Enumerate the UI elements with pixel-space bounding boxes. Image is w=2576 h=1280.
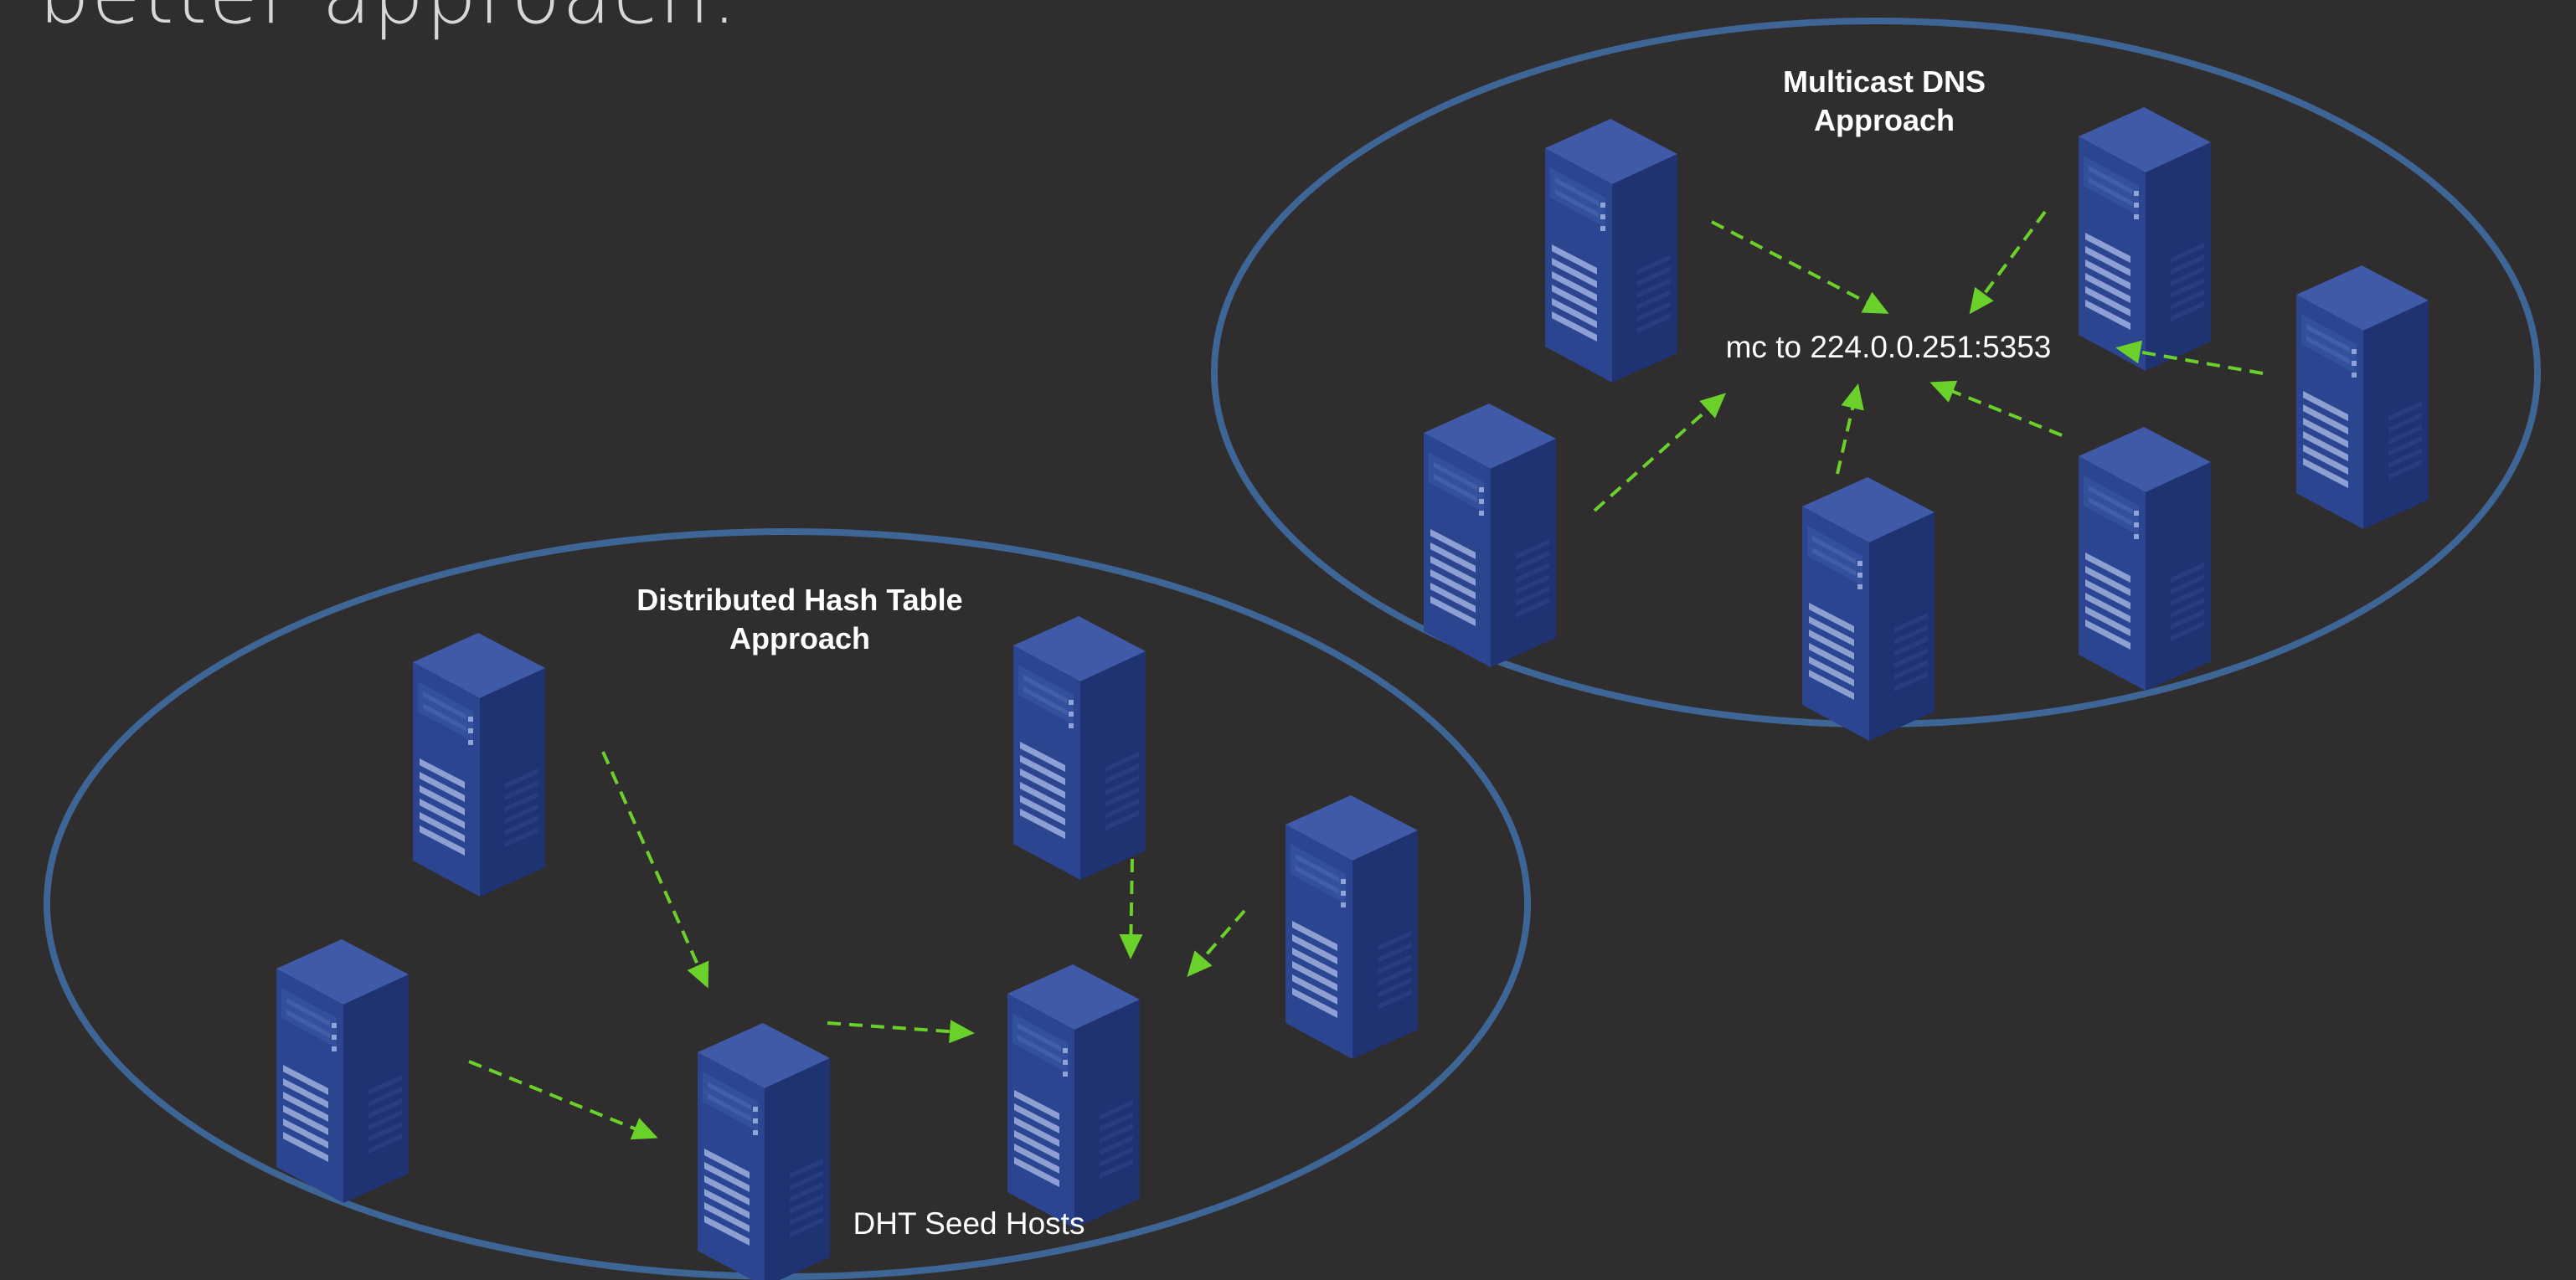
- mdns-arrow-2: [1969, 210, 2047, 315]
- dht-arrow-3: [827, 1020, 975, 1044]
- dht-seed-server-icon-2: [1007, 964, 1140, 1228]
- mdns-server-icon-3: [2296, 265, 2429, 529]
- mdns-arrows: [1593, 210, 2264, 512]
- dht-server-icon-3: [1285, 795, 1418, 1059]
- dht-server-icon-1: [413, 633, 545, 897]
- dht-arrow-1: [601, 751, 709, 989]
- dht-server-icon-2: [1013, 616, 1146, 880]
- mdns-arrow-5: [1836, 383, 1864, 475]
- dht-seed-hosts-label: DHT Seed Hosts: [853, 1206, 1085, 1241]
- mdns-server-icon-4: [1424, 404, 1556, 667]
- dht-group-title-line2: Approach: [729, 621, 870, 655]
- dht-arrow-4: [1119, 858, 1143, 959]
- dht-group-ellipse: [44, 528, 1531, 1280]
- mdns-arrow-4: [1929, 380, 2063, 437]
- dht-server-icon-4: [276, 939, 409, 1203]
- dht-arrow-5: [1187, 909, 1246, 978]
- slide-heading: better approach.: [39, 0, 739, 42]
- mdns-arrow-6: [1593, 393, 1726, 512]
- mdns-server-icon-2: [2079, 107, 2211, 371]
- dht-seed-server-icon-1: [698, 1023, 830, 1280]
- mdns-arrow-1: [1711, 220, 1889, 314]
- mdns-arrow-3: [2115, 340, 2264, 375]
- mdns-server-icon-6: [2079, 427, 2211, 691]
- multicast-address-label: mc to 224.0.0.251:5353: [1726, 330, 2052, 364]
- dht-arrow-2: [468, 1060, 658, 1140]
- mdns-group-title-line2: Approach: [1814, 103, 1955, 137]
- mdns-group-title-line1: Multicast DNS: [1783, 64, 1986, 99]
- dht-group-title-line1: Distributed Hash Table: [636, 583, 962, 617]
- mdns-server-icon-1: [1545, 119, 1677, 383]
- dht-arrows: [468, 751, 1246, 1140]
- mdns-server-icon-5: [1802, 477, 1935, 741]
